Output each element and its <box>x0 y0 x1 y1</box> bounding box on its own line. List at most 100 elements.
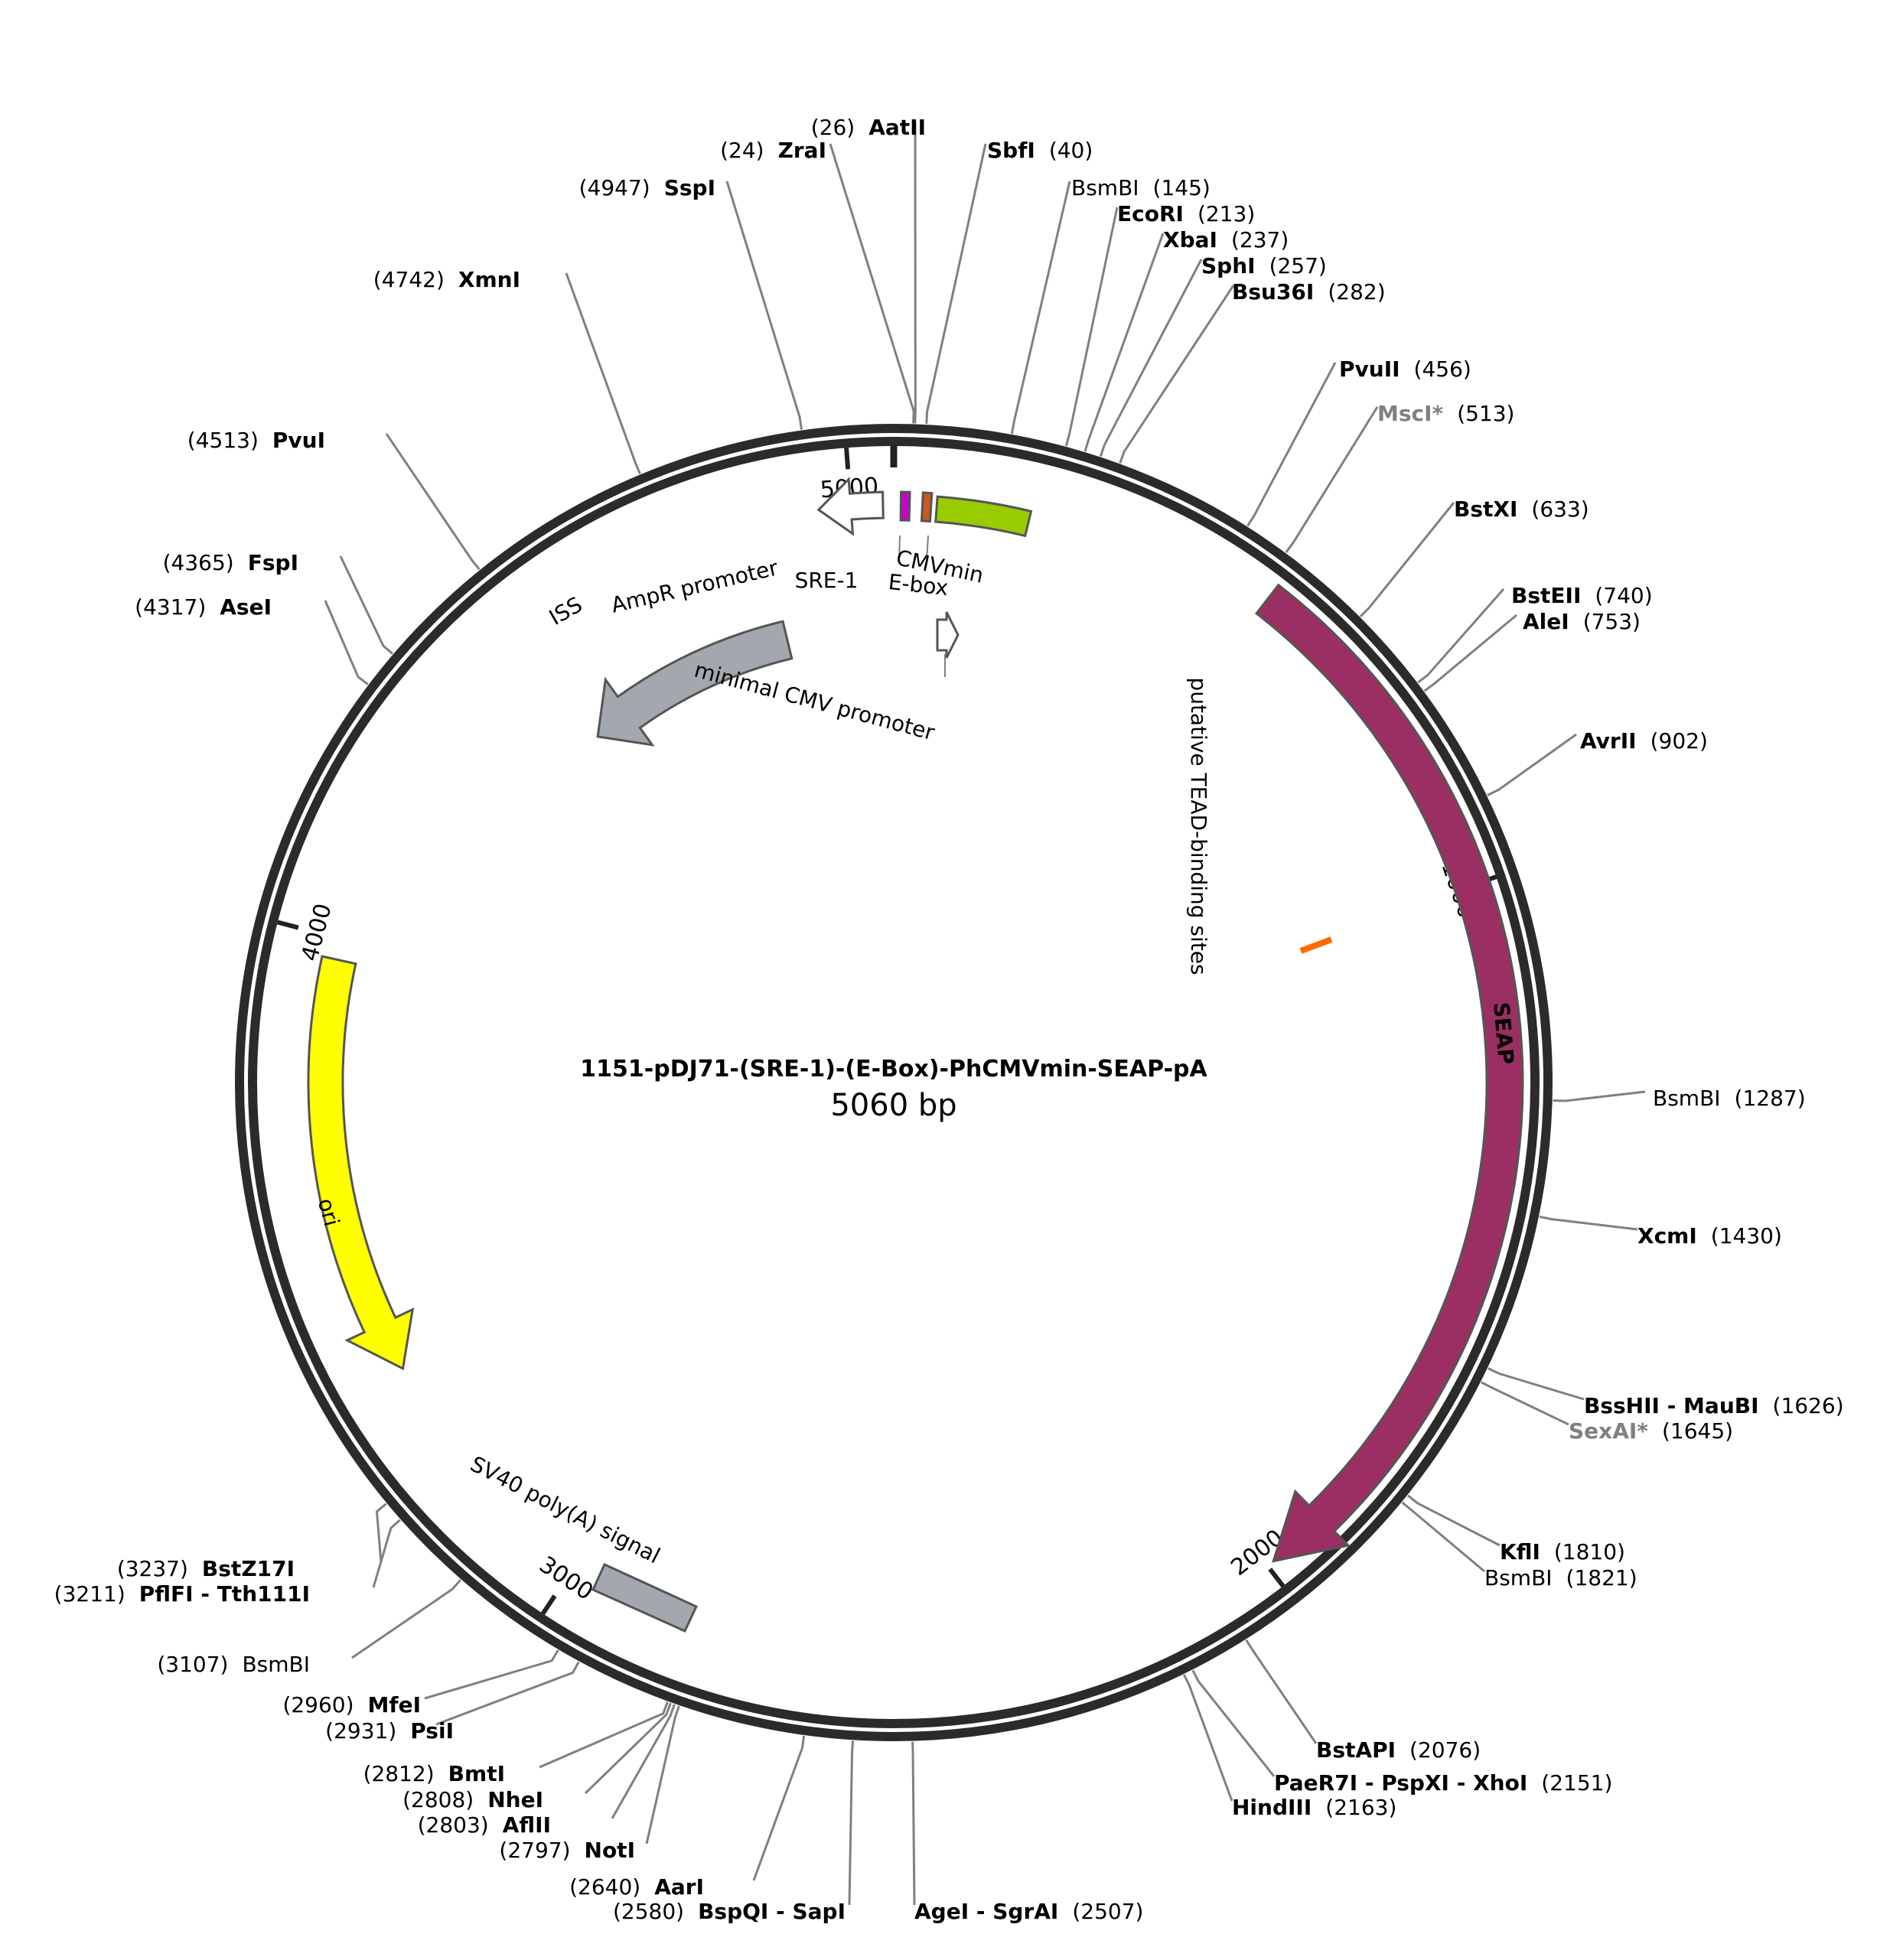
site-label-agei-sgrai-2507: AgeI - SgrAI (2507) <box>914 1899 1143 1924</box>
site-label-avrii-902: AvrII(902) <box>1580 728 1708 754</box>
site-label-bstz17i-3237: (3237)BstZ17I <box>117 1556 295 1581</box>
site-label-paer7i-pspxi-xhoi-2151: PaeR7I - PspXI - XhoI (2151) <box>1274 1770 1612 1796</box>
site-label-ecori-213: EcoRI (213) <box>1117 201 1255 226</box>
site-name: EcoRI <box>1117 201 1184 226</box>
site-name: AgeI - SgrAI <box>914 1899 1058 1924</box>
leader-pvuii-456 <box>1246 362 1337 527</box>
site-label-bstxi-633: BstXI(633) <box>1454 497 1589 522</box>
site-position: (40) <box>1049 138 1093 163</box>
site-name: BsmBI <box>1653 1086 1721 1111</box>
site-position: (3211) <box>54 1581 125 1607</box>
site-position: (237) <box>1231 227 1289 252</box>
leader-kfli-1810 <box>1407 1494 1501 1547</box>
site-label-pflfi-tth111i-3211: (3211) PflFI - Tth111I <box>54 1581 310 1607</box>
site-position: (740) <box>1595 583 1652 608</box>
plasmid-backbone <box>235 424 1553 1741</box>
site-position: (2076) <box>1409 1737 1481 1763</box>
site-name: FspI <box>248 550 298 575</box>
site-name: SbfI <box>987 138 1035 163</box>
site-label-mfei-2960: (2960)MfeI <box>282 1692 421 1717</box>
site-position: (2931) <box>325 1718 396 1743</box>
site-name: BspQI - SapI <box>698 1899 846 1924</box>
leader-alei-753 <box>1423 614 1517 692</box>
site-name: BssHII - MauBI <box>1584 1393 1759 1418</box>
site-name: BstZ17I <box>202 1556 295 1581</box>
leader-bsmbi-145 <box>1010 181 1071 435</box>
feature-label-sv40: SV40 poly(A) signal <box>466 1451 664 1569</box>
tick-4000 <box>277 920 299 930</box>
site-position: (1287) <box>1735 1086 1806 1111</box>
plasmid-name: 1151-pDJ71-(SRE-1)-(E-Box)-PhCMVmin-SEAP… <box>580 1056 1207 1083</box>
backbone-inner-strand <box>248 437 1540 1728</box>
site-position: (2797) <box>499 1838 570 1863</box>
leader-sexai-1645 <box>1481 1381 1569 1426</box>
site-name: AvrII <box>1580 728 1637 754</box>
leader-sbfi-40 <box>925 143 987 425</box>
site-label-xcmi-1430: XcmI(1430) <box>1637 1223 1782 1249</box>
site-position: (2507) <box>1072 1899 1143 1924</box>
feature-label-iss: ISS <box>545 591 586 630</box>
site-position: (257) <box>1269 253 1327 278</box>
site-name: PaeR7I - PspXI - XhoI <box>1274 1770 1527 1796</box>
site-label-bsmbi-1287: BsmBI (1287) <box>1653 1086 1806 1111</box>
site-position: (213) <box>1198 201 1255 226</box>
site-label-asei-4317: (4317) AseI <box>135 594 272 620</box>
site-position: (4317) <box>135 594 206 620</box>
leader-bsteii-740 <box>1417 588 1505 684</box>
tick-label-3000: 3000 <box>534 1551 598 1606</box>
site-label-sphi-257: SphI(257) <box>1201 253 1327 278</box>
site-name: PflFI - Tth111I <box>139 1581 310 1607</box>
leader-hindiii-2163 <box>1183 1674 1233 1802</box>
site-name: AseI <box>220 594 272 620</box>
site-position: (1821) <box>1566 1565 1637 1590</box>
leader-aflii-2803 <box>611 1704 676 1819</box>
site-label-pvui-4513: (4513)PvuI <box>187 428 325 453</box>
site-label-hindiii-2163: HindIII(2163) <box>1232 1795 1396 1820</box>
site-position: (2812) <box>363 1761 435 1786</box>
site-label-bsmbi-145: BsmBI(145) <box>1071 175 1211 200</box>
site-position: (4513) <box>187 428 259 453</box>
leader-bsmbi-1821 <box>1401 1501 1485 1573</box>
site-position: (4947) <box>579 175 650 200</box>
feature-label-seap: SEAP <box>1488 1001 1518 1066</box>
site-name: SexAI* <box>1569 1418 1648 1444</box>
sv40-polya-signal-box <box>591 1563 699 1633</box>
leader-bstapi-2076 <box>1245 1639 1318 1744</box>
site-name: BstXI <box>1454 497 1517 522</box>
sre-1-leader <box>898 535 901 563</box>
site-label-alei-753: AleI(753) <box>1523 609 1641 634</box>
leader-ecori-213 <box>1064 207 1119 447</box>
tead-binding-site-mark <box>1299 936 1333 954</box>
feature-label-e-box: E-box <box>887 569 949 601</box>
site-position: (2163) <box>1325 1795 1396 1820</box>
site-label-xmni-4742: (4742)XmnI <box>373 267 520 292</box>
backbone-outer-strand <box>235 424 1553 1741</box>
site-label-bsmbi-1821: BsmBI(1821) <box>1484 1565 1637 1590</box>
leader-bstxi-633 <box>1359 502 1455 617</box>
site-name: AatII <box>868 115 926 140</box>
site-position: (2151) <box>1541 1770 1612 1796</box>
leader-asei-4317 <box>324 600 369 685</box>
site-name: BstAPI <box>1316 1737 1396 1763</box>
site-label-kfli-1810: KflI(1810) <box>1500 1539 1625 1564</box>
site-position: (1626) <box>1773 1393 1844 1418</box>
site-name: BstEII <box>1511 583 1581 608</box>
leader-noti-2797 <box>645 1705 680 1844</box>
site-name: NheI <box>487 1787 543 1812</box>
site-name: XmnI <box>458 267 520 292</box>
site-position: (1430) <box>1711 1223 1782 1249</box>
leader-bsmbi-1287 <box>1553 1090 1646 1102</box>
minimal-cmv-promoter-arrow <box>936 611 960 659</box>
site-label-pvuii-456: PvuII(456) <box>1339 357 1471 382</box>
site-position: (456) <box>1414 357 1471 382</box>
leader-sspi-4947 <box>725 181 803 430</box>
site-position: (145) <box>1153 175 1211 200</box>
site-label-bstapi-2076: BstAPI (2076) <box>1316 1737 1481 1763</box>
site-label-psii-2931: (2931)PsiI <box>325 1718 454 1743</box>
tick-5000 <box>844 448 851 470</box>
site-label-sexai-1645: SexAI*(1645) <box>1569 1418 1733 1444</box>
leader-xcmi-1430 <box>1539 1215 1638 1231</box>
site-position: (1810) <box>1554 1539 1625 1564</box>
site-leader-lines <box>324 120 1646 1906</box>
site-label-bsteii-740: BstEII (740) <box>1511 583 1653 608</box>
